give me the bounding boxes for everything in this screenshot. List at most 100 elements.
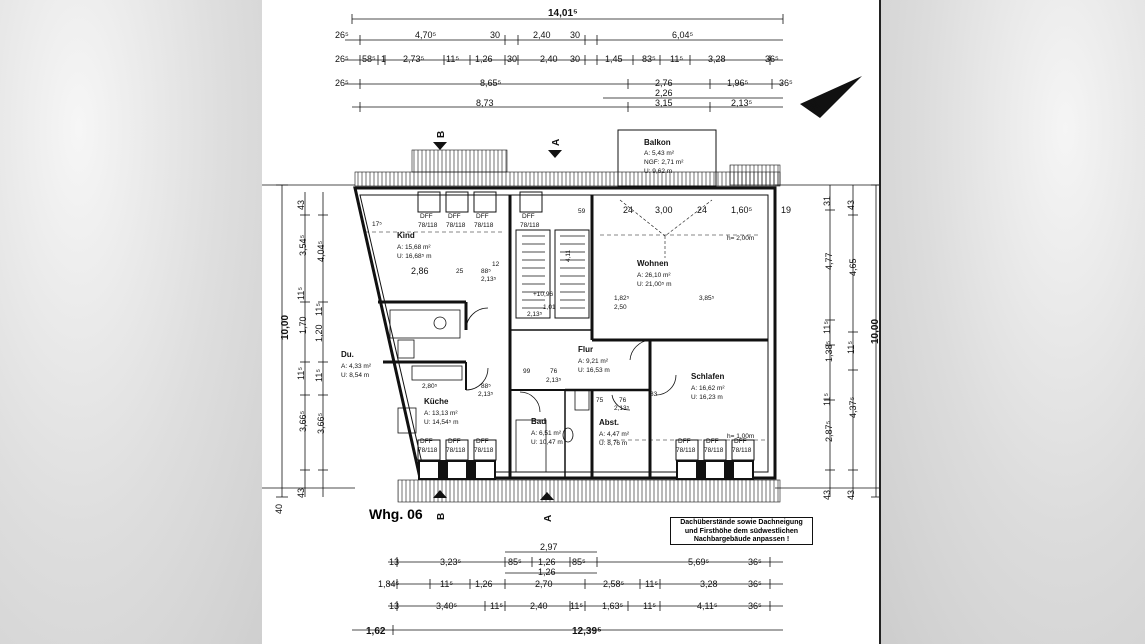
dim-right2-0: 43 <box>846 200 856 210</box>
dim-stair-101: 1,01 <box>543 304 556 311</box>
dim-left2-2: 1,20 <box>314 324 324 342</box>
dim-stair-12: 12 <box>492 261 500 268</box>
dim-top-3-3: 1,96⁵ <box>727 78 749 88</box>
dim-right-2: 11⁵ <box>822 321 832 334</box>
room-flur-name: Flur <box>578 345 593 354</box>
dim-inner-88b: 88⁵ <box>481 383 491 390</box>
room-bad-area: A: 6,51 m² <box>531 430 562 437</box>
dim-top-1-1: 4,70⁵ <box>415 30 437 40</box>
window-size-5: 78/118 <box>418 447 438 454</box>
section-mark-b-bottom: B <box>436 513 447 520</box>
section-mark-a-bottom: A <box>543 515 554 522</box>
dim-inner-25: 25 <box>456 268 464 275</box>
dim-bottom-2-4: 85⁵ <box>572 557 586 567</box>
dim-total-top: 14,01⁵ <box>548 8 578 19</box>
dim-top-4-3: 2,13⁵ <box>731 98 753 108</box>
dim-inner-59: 59 <box>578 208 586 215</box>
dim-top-4-2: 3,15 <box>655 98 673 108</box>
room-schlafen-name: Schlafen <box>691 372 724 381</box>
dim-inner-76a: 76 <box>550 368 558 375</box>
room-abst-perimeter: U: 8,76 m <box>599 440 627 447</box>
window-size-8: 78/118 <box>676 447 696 454</box>
dim-inner-88a: 88⁵ <box>481 268 491 275</box>
room-schlafen-area: A: 16,62 m² <box>691 385 725 392</box>
dim-top-2-9: 1,45 <box>605 54 623 64</box>
room-du-area: A: 4,33 m² <box>341 363 372 370</box>
dim-left-4: 11⁵ <box>296 367 306 380</box>
dim-left2-4: 3,66⁵ <box>316 412 326 434</box>
room-du-name: Du. <box>341 350 354 359</box>
dim-inner-83: 83 <box>650 391 658 398</box>
dim-left-bottom: 40 <box>274 504 284 514</box>
north-arrow: N <box>800 76 862 118</box>
dim-top-1-3: 2,40 <box>533 30 551 40</box>
dim-bottom-5-7: 4,11⁵ <box>697 601 718 611</box>
window-tag-8: DFF <box>678 438 691 445</box>
dim-left-2: 11⁵ <box>296 287 306 300</box>
dim-top-3-0: 26⁵ <box>335 78 349 88</box>
dim-right-5: 2,87⁵ <box>824 420 834 442</box>
dim-inner-175: 17⁵ <box>372 221 382 228</box>
dim-left-3: 1,70 <box>298 316 308 334</box>
dim-top-2-3: 2,73⁵ <box>403 54 425 64</box>
room-wohnen-area: A: 26,10 m² <box>637 272 671 279</box>
window-tag-3: DFF <box>476 213 489 220</box>
dim-right-0: 31 <box>822 196 832 206</box>
room-kueche-perimeter: U: 14,54⁵ m <box>424 419 459 426</box>
floor-plan-sheet: N 14,01⁵ 26⁵ 4,70⁵ 30 2,40 30 6,04⁵ 26⁵ … <box>262 0 880 644</box>
note-line-1: Dachüberstände sowie Dachneigung <box>680 519 803 526</box>
room-du-perimeter: U: 8,54 m <box>341 372 369 379</box>
dim-top-4-0: 8,73 <box>476 98 494 108</box>
dim-left2-3: 11⁵ <box>314 369 324 382</box>
dim-bottom-5-6: 11⁵ <box>643 601 656 611</box>
dim-bottom-4-4: 2,58⁵ <box>603 579 625 589</box>
dim-right-4: 11⁵ <box>822 393 832 406</box>
window-tag-2: DFF <box>448 213 461 220</box>
dim-top-3-1: 8,65⁵ <box>480 78 502 88</box>
dim-right-total: 10,00 <box>870 319 880 344</box>
dim-h200: h= 2,00m <box>727 235 754 242</box>
dim-top-4-1: 2,26 <box>655 88 673 98</box>
dim-top-2-0: 26⁵ <box>335 54 349 64</box>
window-size-3: 78/118 <box>474 222 494 229</box>
dim-inner-213d: 2,13⁵ <box>614 405 630 412</box>
dim-inner-213b: 2,13⁵ <box>546 377 562 384</box>
dim-bottom-2-3: 1,26 <box>538 557 556 567</box>
dim-bottom-1-0: 2,97 <box>540 542 558 552</box>
dim-stair-1096: +10,96 <box>533 291 553 298</box>
dim-top-1-5: 6,04⁵ <box>672 30 694 40</box>
dim-top-2-6: 30 <box>507 54 517 64</box>
background-left <box>0 0 262 644</box>
note-line-3: Nachbargebäude anpassen ! <box>693 536 790 543</box>
room-flur-perimeter: U: 16,53 m <box>578 367 610 374</box>
section-mark-b-top: B <box>436 131 447 138</box>
dim-right-1: 4,77 <box>824 252 834 270</box>
dim-inner-300: 3,00 <box>655 205 673 215</box>
dim-bottom-4-7: 36⁵ <box>748 579 762 589</box>
dim-inner-75: 75 <box>596 397 604 404</box>
dim-inner-160: 1,60⁵ <box>731 205 753 215</box>
dim-bottom-5-5: 1,63⁵ <box>602 601 624 611</box>
dim-inner-24b: 24 <box>697 205 707 215</box>
window-size-7: 78/118 <box>474 447 494 454</box>
dim-right2-4: 43 <box>846 490 856 500</box>
dim-top-1-4: 30 <box>570 30 580 40</box>
dim-top-2-4: 11⁵ <box>446 54 459 64</box>
dim-bottom-4-0: 1,84⁵ <box>378 579 400 589</box>
room-kueche-name: Küche <box>424 397 449 406</box>
window-tag-9: DFF <box>706 438 719 445</box>
background-right <box>880 0 1145 644</box>
dim-top-2-7: 2,40 <box>540 54 558 64</box>
dim-inner-213a: 2,13⁵ <box>481 276 497 283</box>
room-kind-perimeter: U: 16,68⁵ m <box>397 253 432 260</box>
dim-left-1: 3,54⁵ <box>298 234 308 256</box>
dim-top-2-1: 58⁵ <box>362 54 376 64</box>
room-wohnen-name: Wohnen <box>637 259 669 268</box>
dim-bottom-6-0: 1,62 <box>366 626 386 637</box>
dim-stair-411: 4,11 <box>565 249 572 262</box>
dim-bottom-5-4: 11⁵ <box>570 601 583 611</box>
window-tag-5: DFF <box>420 438 433 445</box>
note-box: Dachüberstände sowie Dachneigung und Fir… <box>670 517 813 545</box>
dim-bottom-2-0: 13 <box>389 557 399 567</box>
room-schlafen-perimeter: U: 16,23 m <box>691 394 723 401</box>
